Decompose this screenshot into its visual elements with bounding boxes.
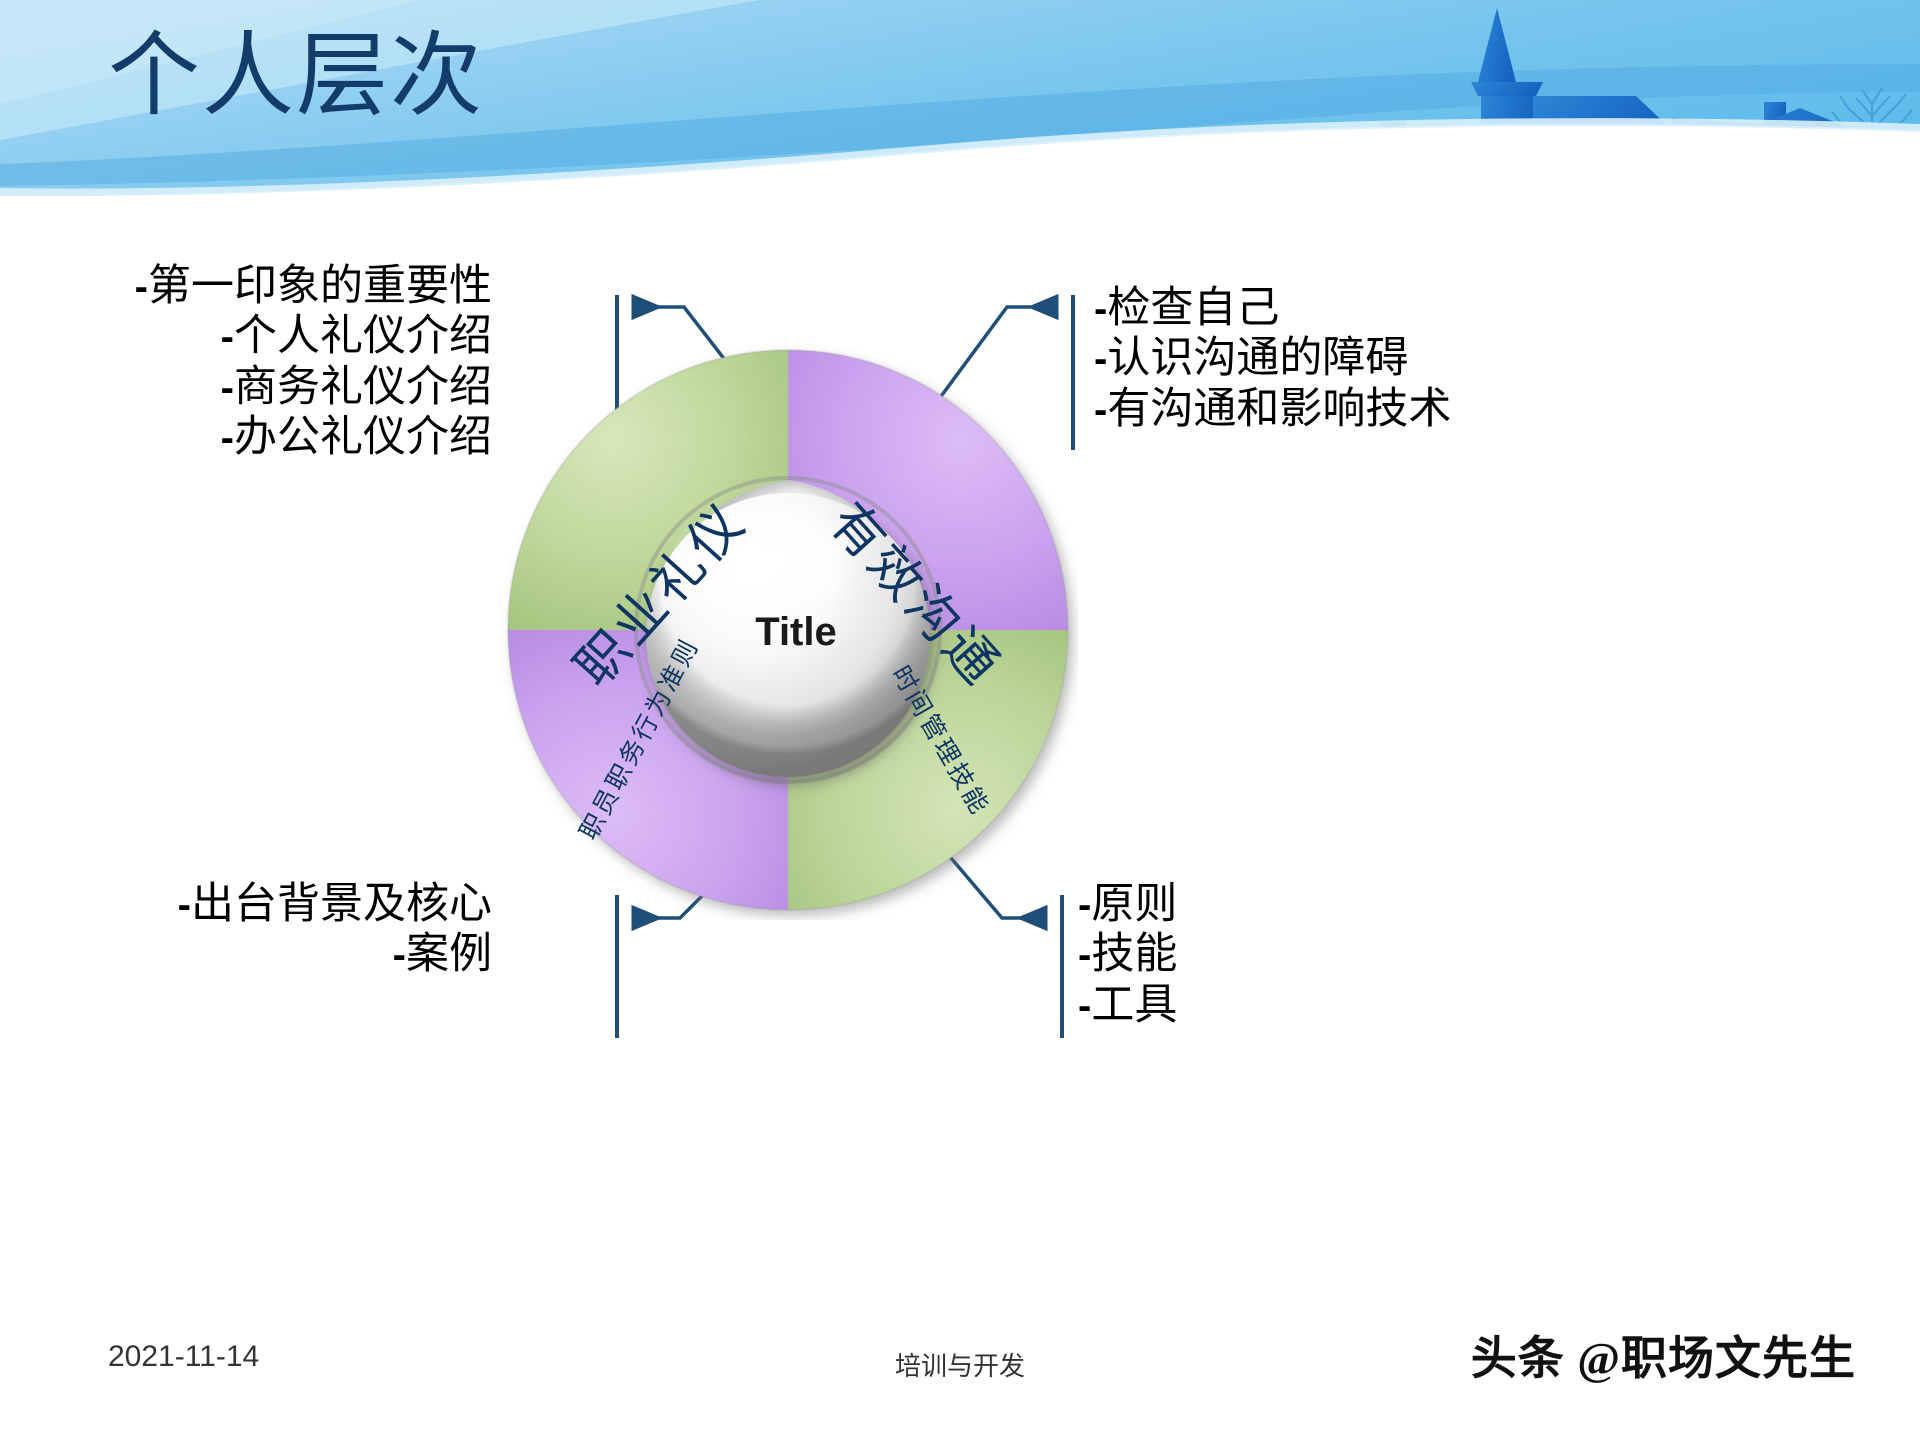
segment-bottom-left (508, 630, 788, 910)
footer-date: 2021-11-14 (108, 1340, 260, 1373)
bullet-dash: - (1078, 933, 1092, 978)
segment-top-right (788, 350, 1068, 630)
callout-line: -原则 (1078, 881, 1178, 928)
callout-line: -技能 (1078, 931, 1178, 979)
callout-line: -出台背景及核心 (177, 881, 492, 928)
bullet-dash: - (1094, 337, 1108, 382)
callout-bottom-right: -原则 -技能 -工具 (1078, 880, 1598, 1031)
header-banner: 个人层次 (0, 0, 1920, 196)
callout-line: -第一印象的重要性 (134, 263, 492, 310)
callout-line: -有沟通和影响技术 (1094, 385, 1452, 433)
bullet-dash: - (1094, 287, 1108, 331)
page-title: 个人层次 (108, 25, 485, 127)
bullet-dash: - (134, 265, 148, 309)
callout-bottom-left: -出台背景及核心 -案例 (0, 880, 492, 981)
footer-center-text: 培训与开发 (894, 1352, 1025, 1381)
bullet-dash: - (392, 933, 406, 978)
bullet-dash: - (220, 315, 234, 360)
callout-line: -商务礼仪介绍 (220, 363, 492, 411)
callout-line: -案例 (392, 931, 492, 979)
bullet-dash: - (220, 365, 234, 410)
callout-line: -个人礼仪介绍 (220, 313, 492, 361)
donut-diagram: Title 职业礼仪 有效沟通 职员职务行为准则 时间管理技能 (498, 340, 1078, 920)
bullet-dash: - (1078, 983, 1092, 1028)
bullet-dash: - (1078, 883, 1092, 927)
callout-line: -工具 (1078, 981, 1178, 1029)
callout-top-left: -第一印象的重要性 -个人礼仪介绍 -商务礼仪介绍 -办公礼仪介绍 (0, 262, 492, 463)
bullet-dash: - (1094, 387, 1108, 432)
callout-line: -认识沟通的障碍 (1094, 335, 1409, 383)
segment-top-left (508, 350, 788, 630)
watermark: 头条 @职场文先生 (1470, 1333, 1856, 1384)
bullet-dash: - (220, 415, 234, 460)
callout-line: -检查自己 (1094, 285, 1280, 332)
callout-line: -办公礼仪介绍 (220, 413, 492, 461)
callout-top-right: -检查自己 -认识沟通的障碍 -有沟通和影响技术 (1094, 284, 1614, 435)
bullet-dash: - (177, 883, 191, 927)
segment-bottom-right (788, 630, 1068, 910)
